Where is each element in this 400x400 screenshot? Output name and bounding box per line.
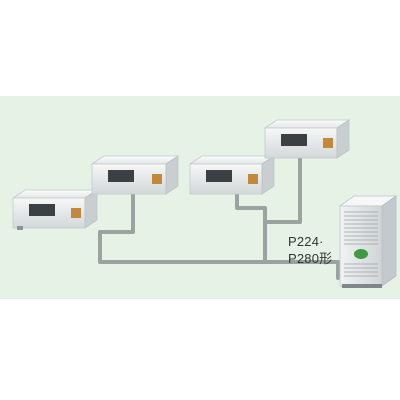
pipe-branch-middle-left [98, 188, 135, 234]
outdoor-base [342, 284, 382, 288]
unit-top-face [188, 155, 276, 165]
unit-grille [281, 134, 307, 146]
indoor-unit-back-right [263, 119, 351, 159]
unit-connector [323, 138, 333, 148]
pipe-to-outdoor-unit [263, 260, 340, 280]
unit-grille [108, 170, 134, 182]
outdoor-vent-grille [344, 211, 378, 277]
unit-grille [206, 170, 232, 182]
unit-grille [29, 204, 55, 216]
indoor-unit-middle-right [188, 155, 276, 195]
outdoor-unit [338, 195, 398, 288]
outdoor-front-face [339, 205, 383, 287]
unit-side-face [336, 119, 350, 159]
indoor-unit-middle-left [90, 155, 180, 195]
unit-connector [152, 174, 162, 184]
indoor-unit-front-left [11, 189, 99, 230]
unit-side-face [165, 155, 179, 195]
unit-connector [71, 208, 81, 218]
unit-top-face [90, 155, 180, 165]
unit-connector [248, 174, 258, 184]
unit-top-face [11, 189, 99, 199]
unit-top-face [263, 119, 351, 129]
model-label-line-1: P224· [288, 234, 324, 249]
pipe-main [98, 156, 302, 264]
outdoor-side-face [381, 195, 397, 287]
unit-side-face [261, 155, 275, 195]
outdoor-logo-badge [354, 249, 368, 259]
pipe-branch-middle-right [235, 188, 267, 224]
unit-hanger [17, 226, 23, 230]
model-label-line-2: P280形 [288, 251, 333, 266]
model-label: P224· P280形 [288, 233, 332, 267]
refrigerant-piping [98, 156, 340, 280]
